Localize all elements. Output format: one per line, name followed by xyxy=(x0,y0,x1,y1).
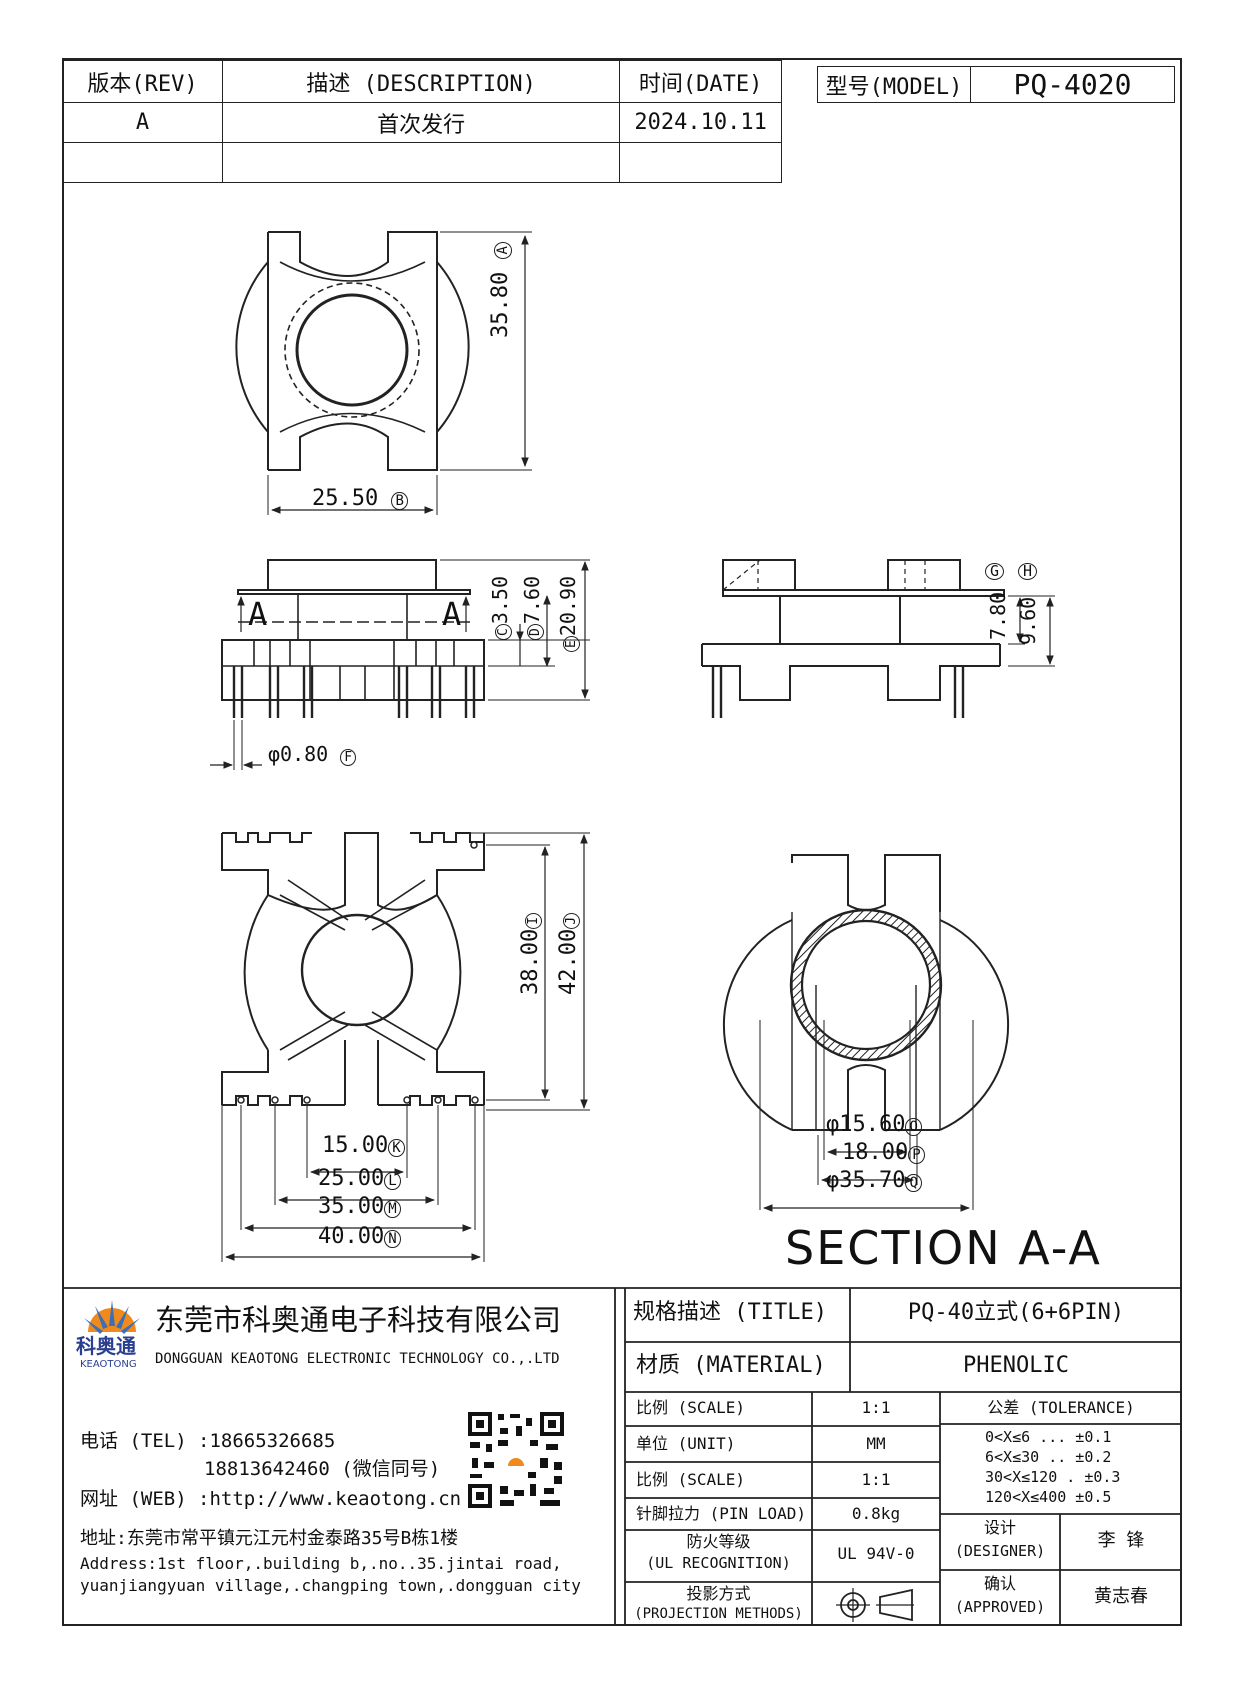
tolerance-row: 6<X≤30 .. ±0.2 xyxy=(985,1448,1112,1466)
web-label: 网址 (WEB) xyxy=(80,1488,187,1510)
side-view xyxy=(701,559,1055,718)
description-cell-empty xyxy=(221,142,621,183)
scale2-value: 1:1 xyxy=(861,1470,891,1489)
address-en-1: Address:1st floor,.building b,.no..35.ji… xyxy=(80,1554,562,1573)
dim-b-label: 25.50 B xyxy=(312,488,408,510)
company-logo-icon xyxy=(84,1300,140,1334)
tolerance-row: 120<X≤400 ±0.5 xyxy=(985,1488,1112,1506)
material-label: 材质 (MATERIAL) xyxy=(636,1353,826,1378)
bottom-view xyxy=(221,832,590,1262)
tolerance-label: 公差 (TOLERANCE) xyxy=(987,1398,1135,1417)
section-mark-left: A xyxy=(248,595,268,633)
dim-c-label: C3.50 xyxy=(488,576,512,640)
model-value: PQ-4020 xyxy=(970,66,1175,103)
rev-cell-empty xyxy=(62,142,223,183)
date-cell-empty xyxy=(619,142,782,183)
pin-load-label: 针脚拉力 (PIN LOAD) xyxy=(636,1504,806,1523)
dim-f-label: φ0.80 F xyxy=(268,744,357,766)
address-en-2: yuanjiangyuan village,.changping town,.d… xyxy=(80,1576,581,1595)
scale2-label: 比例 (SCALE) xyxy=(636,1470,746,1489)
tel-1: :18665326685 xyxy=(198,1430,336,1452)
tel-label: 电话 (TEL) xyxy=(80,1430,187,1452)
scale-value: 1:1 xyxy=(861,1398,891,1417)
designer-value: 李 锋 xyxy=(1097,1530,1145,1551)
ul-label-2: (UL RECOGNITION) xyxy=(646,1554,791,1572)
drawing-frame xyxy=(62,58,1182,1626)
pin-load-value: 0.8kg xyxy=(851,1504,901,1523)
model-box: 型号(MODEL) PQ-4020 xyxy=(817,66,1175,103)
ul-value: UL 94V-0 xyxy=(837,1544,915,1563)
date-header: 时间(DATE) xyxy=(619,60,782,103)
material-value: PHENOLIC xyxy=(963,1353,1069,1378)
approved-label-1: 确认 xyxy=(983,1574,1016,1593)
scale-label: 比例 (SCALE) xyxy=(636,1398,746,1417)
dim-h-label: 9.60 xyxy=(1016,596,1040,645)
description-header: 描述 (DESCRIPTION) xyxy=(221,60,621,103)
proj-label-1: 投影方式 xyxy=(686,1584,751,1603)
web-link[interactable]: :http://www.keaotong.cn xyxy=(198,1488,462,1510)
dim-e-label: E20.90 xyxy=(556,576,580,652)
ul-label-1: 防火等级 xyxy=(686,1532,751,1551)
dim-a-label: 35.80 A xyxy=(488,242,513,338)
front-view xyxy=(210,559,590,770)
proj-label-2: (PROJECTION METHODS) xyxy=(634,1606,803,1622)
tel-2: 18813642460 (微信同号) xyxy=(204,1458,441,1480)
address-cn: 地址:东莞市常平镇元江元村金泰路35号B栋1楼 xyxy=(80,1528,459,1549)
title-label: 规格描述 (TITLE) xyxy=(633,1300,827,1325)
title-block-grid xyxy=(62,1287,1182,1626)
designer-label-2: (DESIGNER) xyxy=(954,1542,1046,1560)
projection-symbol-icon xyxy=(836,1588,914,1622)
logo-text-en: KEAOTONG xyxy=(80,1359,137,1370)
unit-label: 单位 (UNIT) xyxy=(636,1434,736,1453)
section-view xyxy=(722,854,1010,1212)
tolerance-row: 30<X≤120 . ±0.3 xyxy=(985,1468,1121,1486)
dim-j-label: 42.00J xyxy=(556,912,581,995)
designer-label-1: 设计 xyxy=(983,1518,1016,1537)
date-cell: 2024.10.11 xyxy=(619,102,782,143)
top-view xyxy=(235,231,532,515)
qr-code-icon xyxy=(468,1412,564,1508)
unit-value: MM xyxy=(866,1434,886,1453)
rev-cell: A xyxy=(62,102,223,143)
approved-value: 黄志春 xyxy=(1094,1586,1148,1607)
marker-h: H xyxy=(1018,563,1038,580)
dim-d-label: D7.60 xyxy=(520,576,544,640)
logo-text-cn: 科奥通 xyxy=(76,1334,136,1358)
model-label: 型号(MODEL) xyxy=(817,66,971,103)
dim-g-label: 7.80 xyxy=(986,591,1010,640)
marker-g: G xyxy=(985,563,1005,580)
approved-label-2: (APPROVED) xyxy=(954,1598,1046,1616)
section-title: SECTION A-A xyxy=(785,1221,1102,1275)
tolerance-row: 0<X≤6 ... ±0.1 xyxy=(985,1428,1112,1446)
section-mark-right: A xyxy=(442,595,462,633)
company-name-cn: 东莞市科奥通电子科技有限公司 xyxy=(155,1303,562,1337)
dim-i-label: 38.00I xyxy=(518,912,543,995)
title-value: PQ-40立式(6+6PIN) xyxy=(907,1300,1125,1325)
revision-table: 版本(REV) 描述 (DESCRIPTION) 时间(DATE) A 首次发行… xyxy=(62,60,782,183)
company-name-en: DONGGUAN KEAOTONG ELECTRONIC TECHNOLOGY … xyxy=(155,1351,560,1367)
